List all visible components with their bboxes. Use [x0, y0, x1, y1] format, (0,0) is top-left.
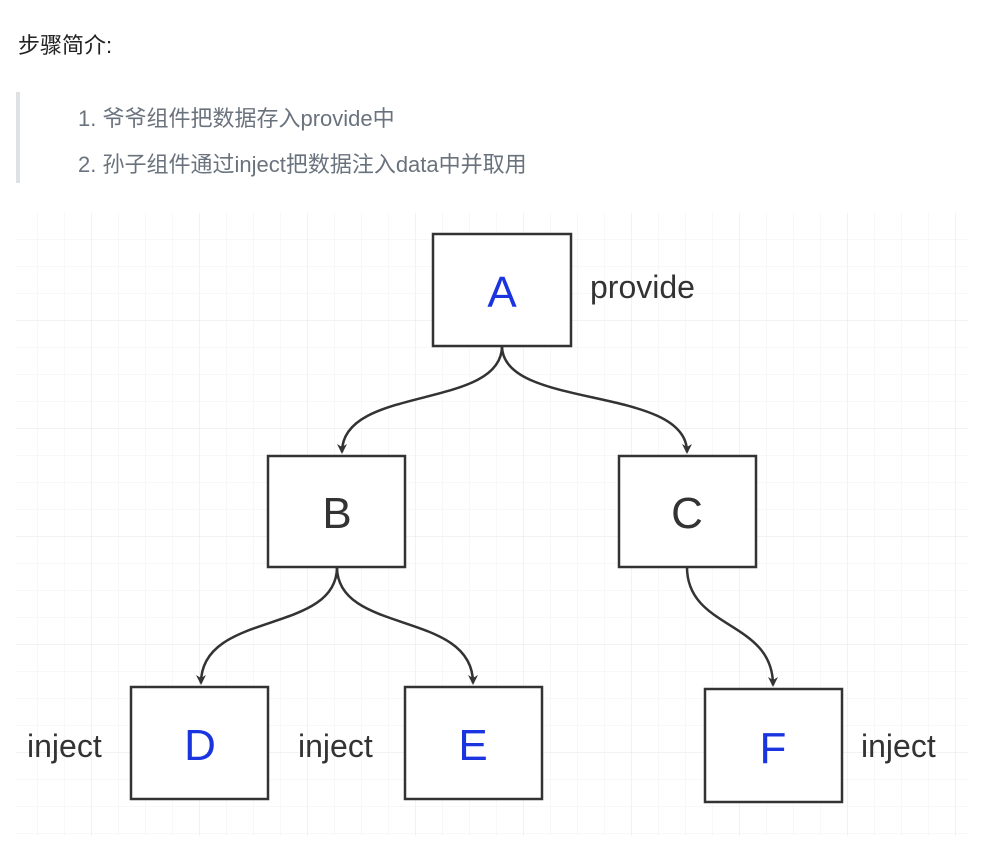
node-c-label: C: [671, 489, 703, 538]
step-item: 1. 爷爷组件把数据存入provide中: [78, 106, 395, 131]
section-heading: 步骤简介:: [18, 33, 113, 58]
node-e-box: [403, 685, 544, 801]
edge-a-c: [500, 345, 692, 454]
node-c-box: [617, 454, 758, 569]
edge-b-e: [335, 566, 478, 685]
node-f-box: [703, 687, 844, 804]
node-d-label: D: [184, 721, 216, 770]
edge-a-b: [337, 345, 504, 454]
node-a-label: A: [487, 268, 517, 317]
steps-list: 1. 爷爷组件把数据存入provide中 2. 孙子组件通过inject把数据注…: [78, 96, 527, 188]
inject-annotation-d: inject: [27, 728, 102, 764]
inject-annotation-f: inject: [861, 728, 936, 764]
provide-annotation: provide: [590, 269, 695, 305]
edge-b-d: [196, 566, 339, 685]
node-d-box: [129, 685, 270, 801]
node-b-label: B: [322, 489, 351, 538]
node-f-label: F: [760, 724, 787, 773]
step-item: 2. 孙子组件通过inject把数据注入data中并取用: [78, 152, 527, 177]
node-a-box: [431, 232, 573, 348]
inject-annotation-e: inject: [298, 728, 373, 764]
node-e-label: E: [458, 721, 487, 770]
edge-c-f: [685, 566, 778, 687]
node-b-box: [266, 454, 407, 569]
blockquote-bar: [16, 92, 20, 183]
